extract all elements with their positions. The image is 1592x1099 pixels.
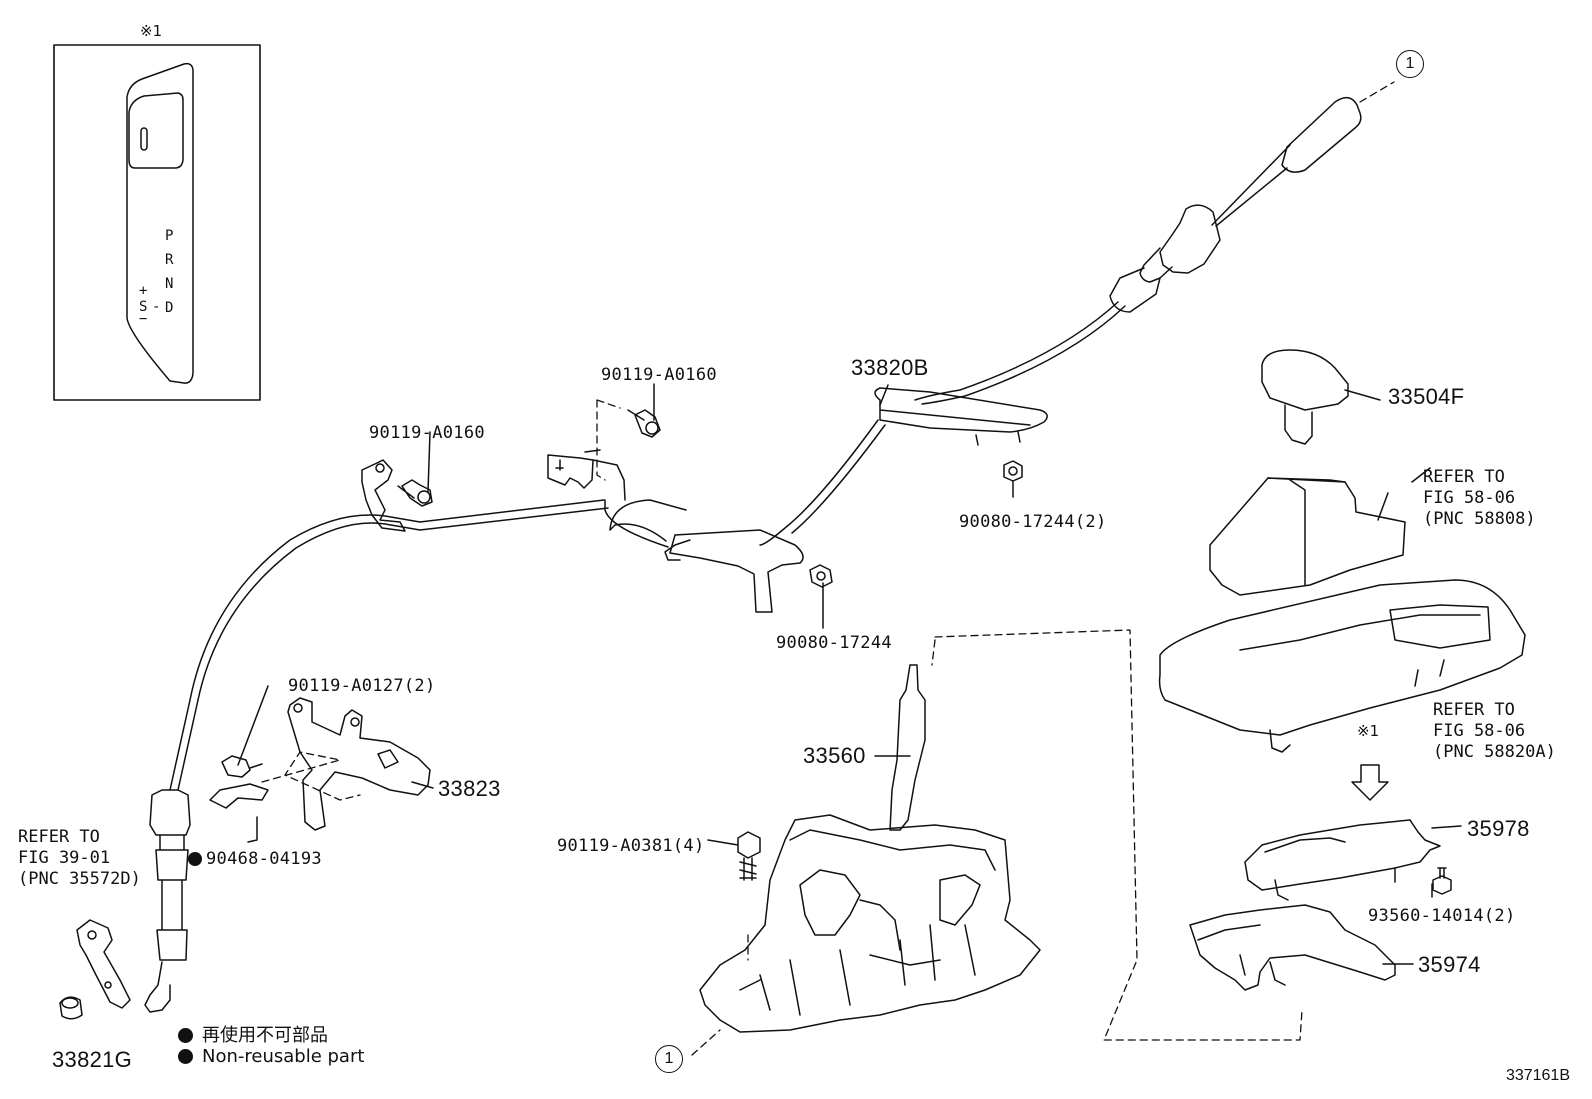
legend-dot-en bbox=[178, 1049, 193, 1064]
bracket-35974-drawing bbox=[1189, 904, 1396, 991]
knob-drawing bbox=[1261, 349, 1349, 411]
ref-note-35572D: REFER TO FIG 39-01 (PNC 35572D) bbox=[18, 827, 141, 889]
cable-end-drawing bbox=[149, 789, 191, 836]
figure-id: 337161B bbox=[1505, 1067, 1570, 1084]
shift-cable-drawing bbox=[1211, 144, 1291, 227]
part-label-33820B: 33820B bbox=[851, 355, 929, 380]
shift-panel-drawing bbox=[126, 62, 194, 384]
legend-en: Non-reusable part bbox=[178, 1046, 364, 1067]
bracket-drawing bbox=[287, 697, 431, 831]
boot-drawing bbox=[1209, 477, 1406, 596]
legend-jp: 再使用不可部品 bbox=[178, 1021, 328, 1047]
inset-frame bbox=[53, 44, 261, 401]
part-label-33821G: 33821G bbox=[52, 1047, 133, 1072]
part-label-clip-04193: 90468-04193 bbox=[188, 849, 322, 869]
part-label-screw-14014: 93560-14014(2) bbox=[1368, 906, 1516, 926]
dashed-outline bbox=[934, 629, 1303, 1041]
down-arrow bbox=[1351, 764, 1389, 801]
part-label-35978: 35978 bbox=[1467, 816, 1530, 841]
manual-s: S bbox=[139, 299, 148, 315]
callout-circle-top: 1 bbox=[1396, 50, 1424, 78]
leader-lines bbox=[411, 384, 1462, 965]
part-label-35974: 35974 bbox=[1418, 952, 1481, 977]
lower-cable-drawing bbox=[609, 499, 687, 542]
arrow-mark: ※1 bbox=[1357, 722, 1380, 740]
gear-d: D bbox=[165, 300, 174, 316]
ref-note-58820A: REFER TO FIG 58-06 (PNC 58820A) bbox=[1433, 700, 1556, 762]
legend-dot-jp bbox=[178, 1028, 193, 1043]
manual-dash: - bbox=[152, 299, 161, 315]
part-label-33504F: 33504F bbox=[1388, 384, 1465, 409]
clip-04193-text: 90468-04193 bbox=[206, 849, 322, 869]
non-reusable-dot bbox=[188, 852, 202, 866]
part-label-bolt-a0127: 90119-A0127(2) bbox=[288, 676, 436, 696]
legend-jp-text: 再使用不可部品 bbox=[202, 1025, 328, 1046]
switch-drawing bbox=[1244, 819, 1441, 891]
ref-note-58808: REFER TO FIG 58-06 (PNC 58808) bbox=[1423, 467, 1536, 529]
bolt-a0381-drawing bbox=[737, 831, 761, 881]
callout-circle-bottom: 1 bbox=[655, 1045, 683, 1073]
inset-mark: ※1 bbox=[140, 22, 163, 40]
bolt-a0160-drawing bbox=[627, 409, 661, 438]
gear-r: R bbox=[165, 252, 174, 268]
part-label-33560: 33560 bbox=[803, 743, 866, 768]
shift-lever-drawing bbox=[889, 664, 926, 831]
gear-n: N bbox=[165, 276, 174, 292]
part-label-bolt-a0381: 90119-A0381(4) bbox=[557, 836, 705, 856]
manual-minus: − bbox=[139, 311, 148, 327]
console-drawing bbox=[1158, 579, 1526, 736]
part-label-33823: 33823 bbox=[438, 776, 501, 801]
screw-drawing bbox=[1432, 867, 1452, 895]
part-label-bolt-a0160-upper: 90119-A0160 bbox=[601, 365, 717, 385]
legend-en-text: Non-reusable part bbox=[202, 1046, 365, 1067]
manual-plus: + bbox=[139, 283, 148, 299]
part-label-bolt-a0160-left: 90119-A0160 bbox=[369, 423, 485, 443]
gear-p: P bbox=[165, 228, 174, 244]
part-label-nut-17244-2: 90080-17244(2) bbox=[959, 512, 1107, 532]
part-label-nut-17244: 90080-17244 bbox=[776, 633, 892, 653]
nut-drawing bbox=[809, 564, 833, 588]
